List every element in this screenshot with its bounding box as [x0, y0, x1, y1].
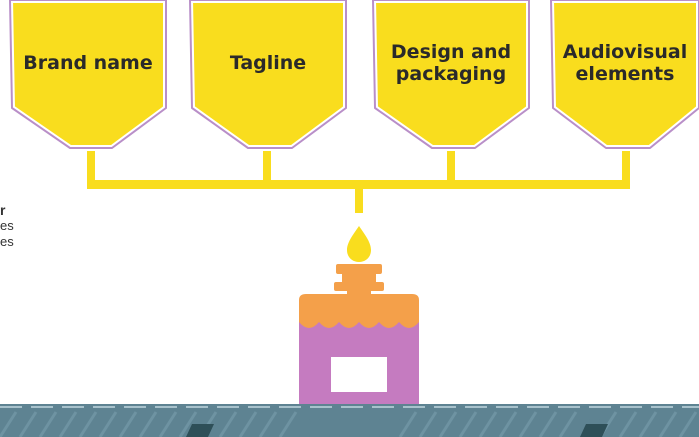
- conveyor-belt: [0, 404, 699, 437]
- hopper-label-line: elements: [575, 63, 675, 85]
- hopper-label-line: Audiovisual: [562, 41, 688, 63]
- hopper-label-brand-name: Brand name: [12, 52, 164, 74]
- hopper-label-audiovisual: Audiovisual elements: [553, 41, 697, 85]
- hopper-audiovisual: [548, 0, 699, 151]
- hopper-label-design-packaging: Design and packaging: [375, 41, 527, 85]
- hopper-design-packaging: [370, 0, 532, 151]
- side-text-line: es: [0, 218, 14, 233]
- hopper-label-line: Design and: [390, 41, 512, 63]
- drop-icon: [347, 226, 371, 262]
- hopper-tagline: [187, 0, 349, 151]
- manifold-pipes: [87, 140, 630, 213]
- hopper-label-line: packaging: [395, 63, 507, 85]
- hopper-label-line: Tagline: [229, 52, 307, 74]
- hopper-label-line: Brand name: [23, 52, 153, 74]
- hopper-label-tagline: Tagline: [192, 52, 344, 74]
- bottle-icon: [299, 264, 419, 404]
- side-text-line: es: [0, 234, 14, 249]
- hopper-brand-name: [7, 0, 169, 151]
- side-text-block: r es es: [0, 202, 14, 250]
- side-text-line: r: [0, 202, 6, 218]
